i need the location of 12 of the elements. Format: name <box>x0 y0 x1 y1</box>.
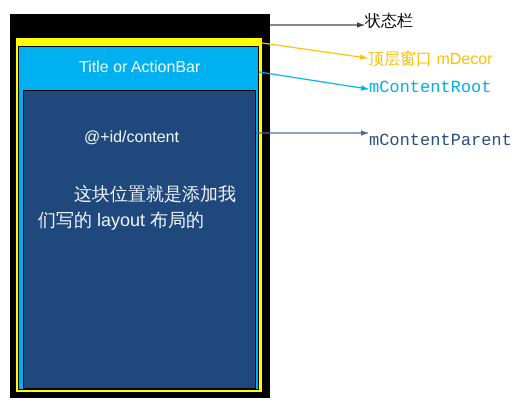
content-description: 这块位置就是添加我们写的 layout 布局的 <box>38 183 237 232</box>
callout-label: mContentRoot <box>369 79 492 99</box>
content-id-label: @+id/content <box>84 128 179 148</box>
callout-label: 顶层窗口 mDecor <box>368 50 492 70</box>
arrow <box>262 42 368 60</box>
title-text: Title or ActionBar <box>79 58 200 78</box>
content-panel <box>23 90 256 389</box>
arrow <box>256 130 368 136</box>
arrow <box>258 71 368 91</box>
callout-label: 状态栏 <box>365 12 413 32</box>
arrow <box>270 22 364 28</box>
callout-label: mContentParent <box>369 131 512 153</box>
